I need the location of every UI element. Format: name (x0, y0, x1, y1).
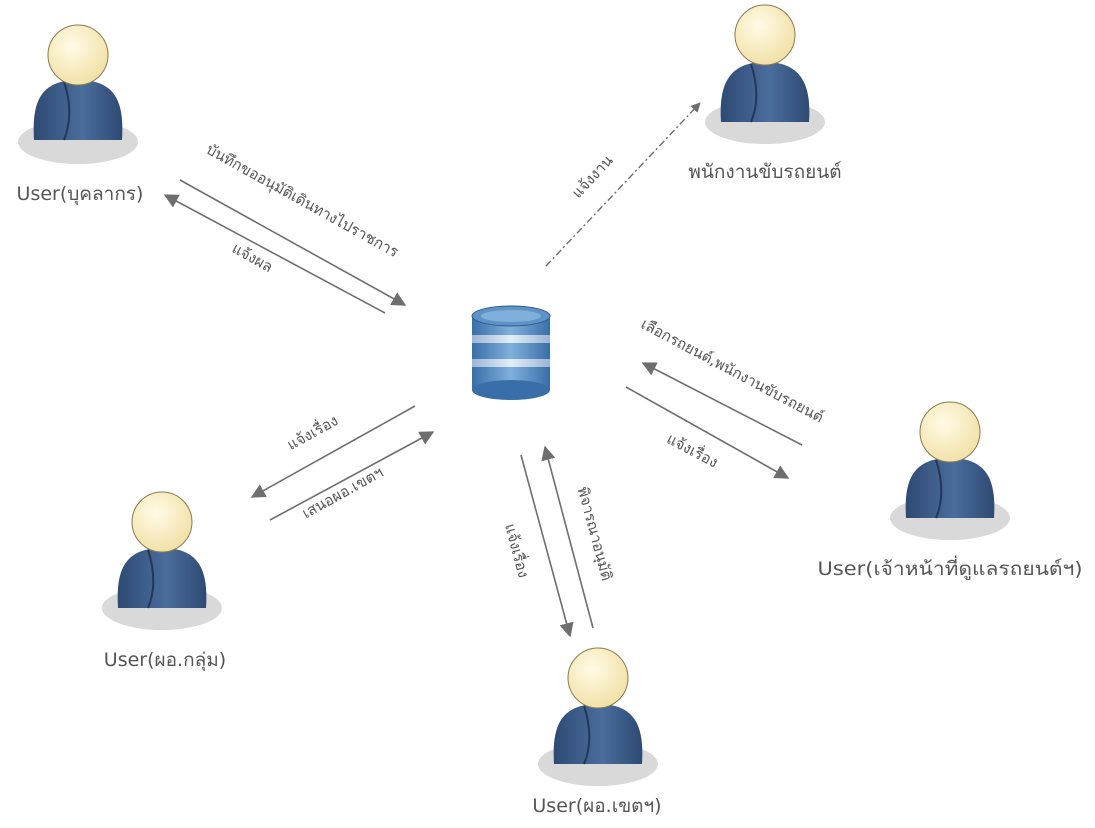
driver-label: พนักงานขับรถยนต์ (688, 161, 841, 183)
group-notify-label: แจ้งเรื่อง (283, 410, 341, 454)
area-director-label: User(ผอ.เขตฯ) (532, 795, 661, 817)
staff-result-label: แจ้งผล (229, 239, 276, 276)
driver-person-icon (705, 4, 825, 144)
database-icon (471, 305, 551, 400)
staff-label: User(บุคลากร) (17, 183, 144, 206)
arrow-officer-select (641, 362, 803, 446)
area-consider-label: พิจารณาอนุมัติ (573, 485, 616, 583)
officer-notify-label: แจ้งเรื่อง (664, 428, 722, 472)
arrow-officer-notify (625, 386, 790, 479)
area-director-person-icon (538, 647, 658, 786)
group-propose-label: เสนอผอ.เขตฯ (299, 463, 386, 522)
staff-request-label: บันทึกขออนุมัติเดินทางไปราชการ (203, 140, 402, 262)
arrow-staff-result (163, 194, 386, 314)
staff-person-icon (18, 24, 138, 164)
arrow-driver-notify (545, 102, 701, 267)
arrow-group-notify (250, 405, 416, 498)
arrow-area-consider (541, 445, 594, 629)
area-notify-label: แจ้งเรื่อง (501, 521, 535, 580)
group-director-label: User(ผอ.กลุ่ม) (104, 649, 226, 672)
arrow-area-notify (520, 454, 574, 638)
driver-notify-label: แจ้งงาน (568, 152, 616, 202)
car-officer-label: User(เจ้าหน้าที่ดูแลรถยนต์ฯ) (818, 555, 1083, 580)
group-director-person-icon (102, 491, 222, 630)
arrow-staff-request (179, 179, 407, 306)
car-officer-person-icon (890, 401, 1010, 540)
arrow-group-propose (269, 431, 435, 521)
